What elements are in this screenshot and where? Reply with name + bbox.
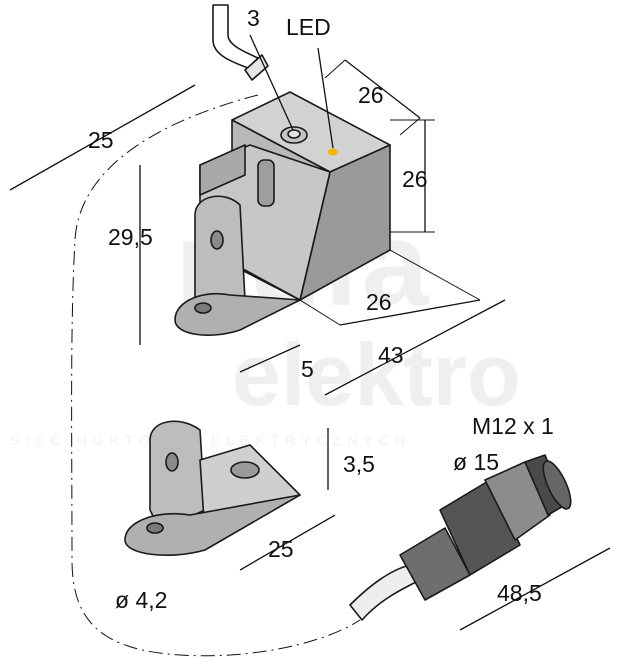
label-dia-15: ø 15 [453, 449, 499, 475]
label-thread-m12: M12 x 1 [472, 413, 554, 439]
label-cable-3: 3 [247, 5, 260, 31]
led-leader-line [317, 47, 334, 149]
watermark-tagline: SIEĆ HURTOWNI ELEKTRYCZNYCH [10, 432, 411, 448]
label-width-26-top: 26 [358, 82, 384, 108]
label-height-29-5: 29,5 [108, 224, 153, 250]
label-depth-5: 5 [301, 356, 314, 382]
label-led: LED [286, 14, 331, 40]
label-bracket-3-5: 3,5 [343, 451, 375, 477]
label-height-26: 26 [402, 166, 428, 192]
label-length-25: 25 [88, 127, 114, 153]
label-bracket-25: 25 [268, 536, 294, 562]
cable-leader-line [249, 34, 294, 131]
led-indicator [328, 148, 338, 156]
watermark-brand-bottom: elektro [232, 325, 521, 424]
label-hole-4-2: ø 4,2 [115, 587, 167, 613]
mounting-bracket [124, 420, 301, 556]
label-width-26-bottom: 26 [366, 289, 392, 315]
sensor-bracket [174, 195, 301, 336]
dimension-lines [9, 59, 611, 631]
cable-route-line [71, 94, 361, 657]
label-length-43: 43 [378, 342, 404, 368]
label-connector-48-5: 48,5 [497, 580, 542, 606]
cable-gland [257, 159, 275, 207]
m12-connector [349, 454, 572, 621]
